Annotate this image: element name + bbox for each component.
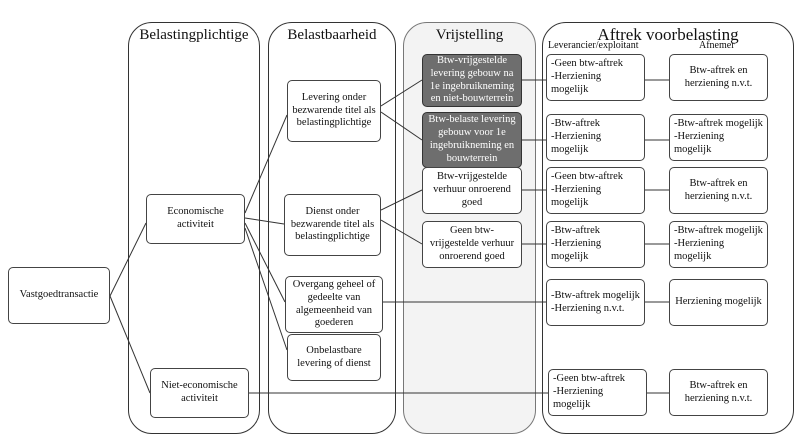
column-title-vrijstelling: Vrijstelling bbox=[435, 27, 504, 43]
leverancier-row-2: -Btw-aftrek -Herziening mogelijk bbox=[546, 114, 645, 161]
afnemer-row-6: Btw-aftrek en herziening n.v.t. bbox=[669, 369, 768, 416]
leverancier-row-3: -Geen btw-aftrek -Herziening mogelijk bbox=[546, 167, 645, 214]
leverancier-line: -Geen btw-aftrek bbox=[551, 58, 624, 70]
leverancier-line: -Herziening mogelijk bbox=[551, 238, 602, 262]
subheader-leverancier: Leverancier/exploitant bbox=[548, 40, 639, 51]
afnemer-line: -Btw-aftrek mogelijk bbox=[674, 118, 763, 130]
leverancier-line: -Btw-aftrek bbox=[551, 225, 600, 237]
node-vastgoedtransactie: Vastgoedtransactie bbox=[8, 267, 110, 324]
afnemer-line: -Btw-aftrek mogelijk bbox=[674, 225, 763, 237]
node-vrijgestelde-verhuur: Btw-vrijgestelde verhuur onroerend goed bbox=[422, 167, 522, 214]
afnemer-row-2: -Btw-aftrek mogelijk -Herziening mogelij… bbox=[669, 114, 768, 161]
subheader-afnemer: Afnemer bbox=[699, 40, 735, 51]
column-aftrek: Aftrek voorbelasting bbox=[542, 22, 794, 434]
node-onbelastbaar: Onbelastbare levering of dienst bbox=[287, 334, 381, 381]
leverancier-line: -Btw-aftrek bbox=[551, 118, 600, 130]
afnemer-row-3: Btw-aftrek en herziening n.v.t. bbox=[669, 167, 768, 214]
column-title-belastingplichtige: Belastingplichtige bbox=[139, 27, 249, 43]
leverancier-row-5: -Btw-aftrek mogelijk -Herziening n.v.t. bbox=[546, 279, 645, 326]
afnemer-row-4: -Btw-aftrek mogelijk -Herziening mogelij… bbox=[669, 221, 768, 268]
afnemer-line: -Herziening mogelijk bbox=[674, 131, 725, 155]
leverancier-line: -Herziening mogelijk bbox=[551, 184, 602, 208]
column-title-belastbaarheid: Belastbaarheid bbox=[287, 27, 377, 43]
leverancier-line: -Geen btw-aftrek bbox=[551, 171, 624, 183]
node-niet-economische-activiteit: Niet-economische activiteit bbox=[150, 368, 249, 418]
leverancier-line: -Herziening mogelijk bbox=[551, 71, 602, 95]
node-overgang: Overgang geheel of gedeelte van algemeen… bbox=[285, 276, 383, 333]
node-vrijgestelde-levering: Btw-vrijgestelde levering gebouw na 1e i… bbox=[422, 54, 522, 107]
column-title-aftrek: Aftrek voorbelasting bbox=[597, 25, 739, 44]
afnemer-row-1: Btw-aftrek en herziening n.v.t. bbox=[669, 54, 768, 101]
node-dienst: Dienst onder bezwarende titel als belast… bbox=[284, 194, 381, 256]
node-levering: Levering onder bezwarende titel als bela… bbox=[287, 80, 381, 142]
leverancier-row-1: -Geen btw-aftrek -Herziening mogelijk bbox=[546, 54, 645, 101]
afnemer-row-5: Herziening mogelijk bbox=[669, 279, 768, 326]
leverancier-line: -Geen btw-aftrek bbox=[553, 373, 626, 385]
afnemer-line: -Herziening mogelijk bbox=[674, 238, 725, 262]
node-niet-vrijgestelde-verhuur: Geen btw-vrijgestelde verhuur onroerend … bbox=[422, 221, 522, 268]
leverancier-line: -Btw-aftrek mogelijk bbox=[551, 289, 640, 301]
leverancier-row-4: -Btw-aftrek -Herziening mogelijk bbox=[546, 221, 645, 268]
node-belaste-levering: Btw-belaste levering gebouw voor 1e inge… bbox=[422, 112, 522, 168]
leverancier-line: -Herziening mogelijk bbox=[551, 131, 602, 155]
leverancier-row-6: -Geen btw-aftrek -Herziening mogelijk bbox=[548, 369, 647, 416]
leverancier-line: -Herziening n.v.t. bbox=[551, 302, 625, 314]
node-economische-activiteit: Economische activiteit bbox=[146, 194, 245, 244]
leverancier-line: -Herziening mogelijk bbox=[553, 386, 604, 410]
